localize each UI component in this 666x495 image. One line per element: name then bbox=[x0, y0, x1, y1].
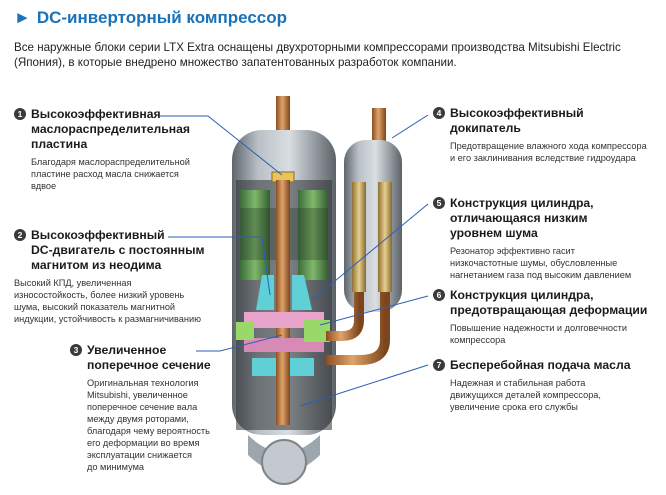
callout-4: 4 Высокоэффективный докипатель Предотвра… bbox=[433, 106, 658, 164]
callout-6: 6 Конструкция цилиндра, предотвращающая … bbox=[433, 288, 658, 346]
callout-title: Высокоэффективная маслораспределительная… bbox=[31, 107, 191, 151]
callout-description: Повышение надежности и долговечности ком… bbox=[450, 323, 627, 345]
callout-number: 2 bbox=[14, 229, 26, 241]
leader-4 bbox=[391, 114, 429, 139]
compressor-shaft bbox=[276, 180, 290, 425]
cylinder-green bbox=[236, 320, 330, 342]
callout-7: 7 Бесперебойная подача масла Надежная и … bbox=[433, 358, 658, 413]
callout-description: Оригинальная технология Mitsubishi, увел… bbox=[87, 378, 210, 472]
leader-3 bbox=[196, 334, 283, 352]
accumulator bbox=[326, 108, 402, 365]
rotor-cyan bbox=[252, 275, 314, 376]
callout-description: Резонатор эффективно гасит низкочастотны… bbox=[450, 246, 632, 280]
leader-6 bbox=[319, 295, 429, 326]
callout-title: Бесперебойная подача масла bbox=[450, 358, 631, 372]
callout-number: 4 bbox=[433, 107, 445, 119]
arrow-right-icon: ► bbox=[14, 8, 31, 27]
callout-description: Предотвращение влажного хода компрессора… bbox=[450, 141, 647, 163]
leader-2 bbox=[168, 236, 271, 296]
leader-7 bbox=[299, 364, 429, 407]
callout-number: 7 bbox=[433, 359, 445, 371]
page-title-text: DC-инверторный компрессор bbox=[36, 8, 288, 27]
leader-lines bbox=[160, 114, 429, 407]
callout-description: Надежная и стабильная работа движущихся … bbox=[450, 378, 601, 412]
page-title: ► DC-инверторный компрессор bbox=[14, 8, 287, 28]
callout-number: 5 bbox=[433, 197, 445, 209]
callout-title: Высокоэффективный докипатель bbox=[450, 106, 584, 135]
callout-3: 3 Увеличенное поперечное сечение Оригина… bbox=[70, 343, 230, 473]
leader-1 bbox=[160, 115, 283, 176]
mounting-foot bbox=[261, 439, 307, 485]
callout-title: Конструкция цилиндра, предотвращающая де… bbox=[450, 288, 648, 317]
callout-number: 3 bbox=[70, 344, 82, 356]
callout-title: Конструкция цилиндра, отличающаяся низки… bbox=[450, 196, 594, 240]
callout-description: Благодаря маслораспределительной пластин… bbox=[31, 157, 190, 191]
callout-description: Высокий КПД, увеличенная износостойкость… bbox=[14, 278, 201, 324]
callout-title: Увеличенное поперечное сечение bbox=[87, 343, 211, 372]
callout-title: Высокоэффективный DC-двигатель с постоян… bbox=[31, 228, 205, 272]
callout-number: 6 bbox=[433, 289, 445, 301]
callout-number: 1 bbox=[14, 108, 26, 120]
intro-paragraph: Все наружные блоки серии LTX Extra оснащ… bbox=[14, 41, 621, 69]
callout-2: 2 Высокоэффективный DC-двигатель с посто… bbox=[14, 228, 229, 325]
leader-5 bbox=[311, 203, 429, 301]
callout-1: 1 Высокоэффективная маслораспределительн… bbox=[14, 107, 229, 192]
callout-5: 5 Конструкция цилиндра, отличающаяся низ… bbox=[433, 196, 658, 281]
